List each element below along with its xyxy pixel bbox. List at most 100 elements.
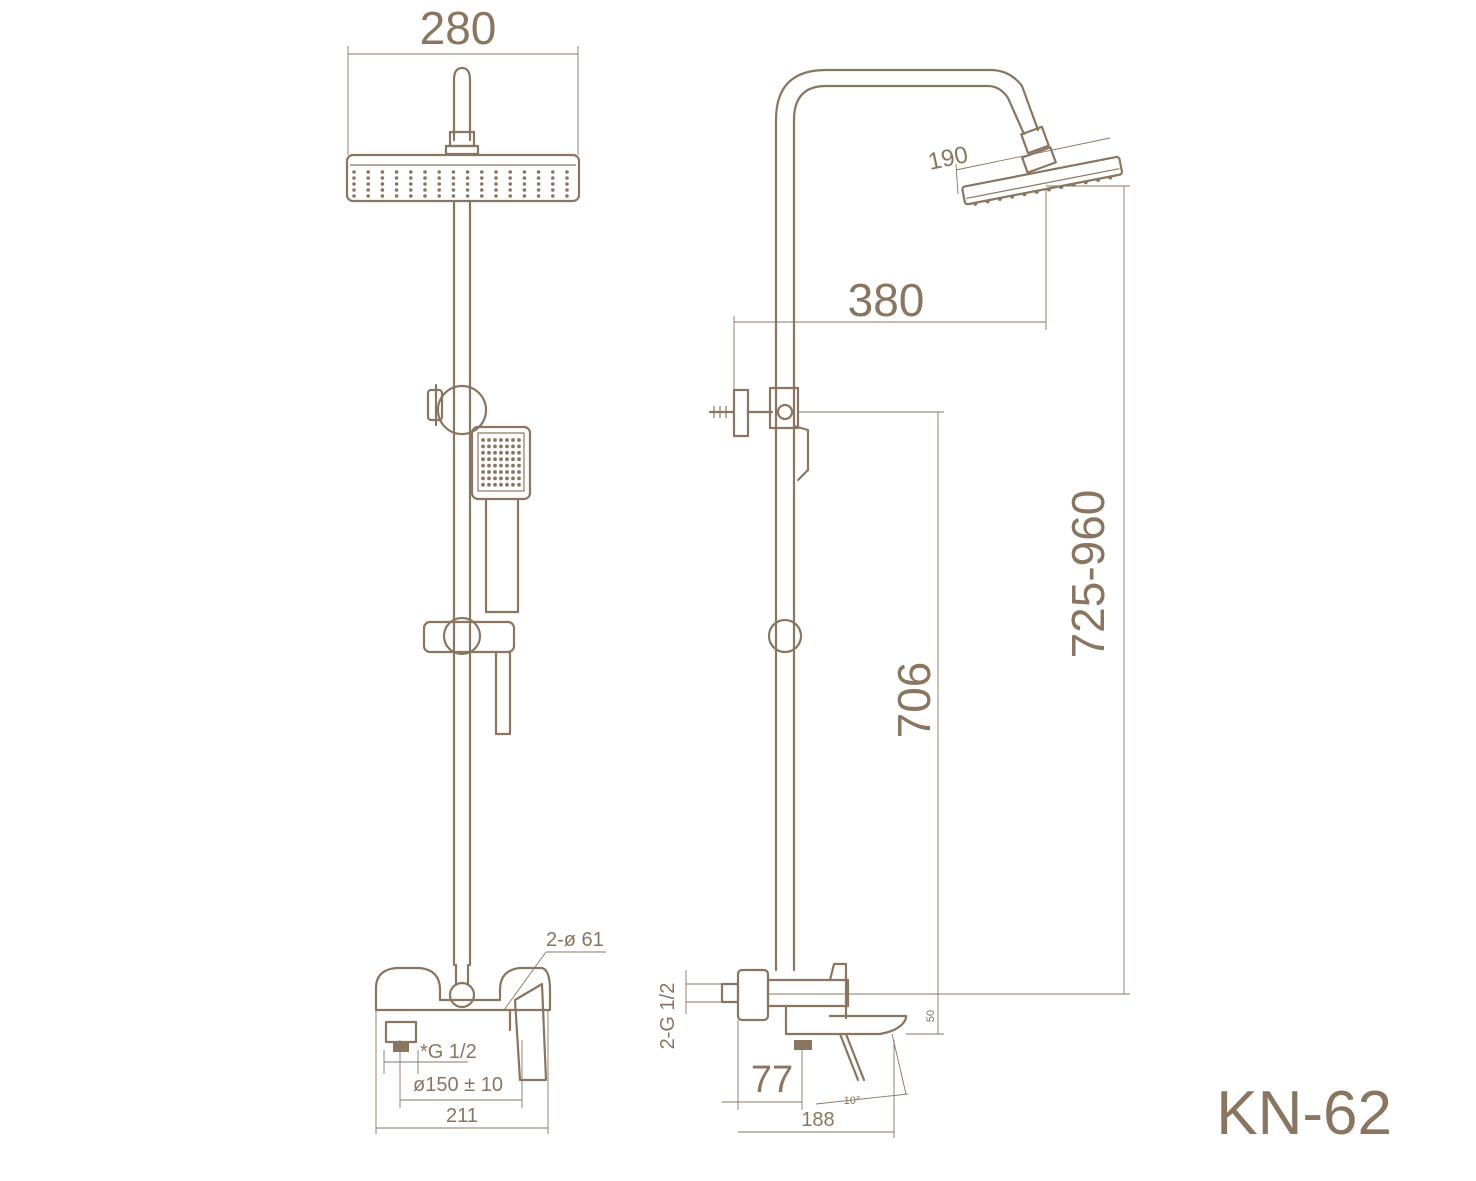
diverter-front [426, 383, 488, 436]
diverter-side [708, 386, 810, 482]
connection-label: *G 1/2 [420, 1041, 477, 1063]
hand-nozzle-dot [517, 457, 521, 462]
nozzle-dot [551, 176, 555, 180]
nozzle-dot [394, 182, 399, 186]
nozzle-dot [366, 194, 371, 198]
arm-joint [1021, 146, 1057, 174]
hand-nozzle-dot [499, 457, 503, 462]
hand-nozzle-dot [505, 463, 509, 468]
nozzle-dot [508, 170, 512, 174]
hand-nozzle-dot [487, 444, 491, 449]
nozzle-dot [508, 194, 512, 198]
hand-nozzle-dot [493, 463, 497, 468]
nozzle-dot [437, 176, 442, 180]
side-nozzle-dot [1046, 187, 1051, 192]
nozzle-dot [480, 188, 484, 192]
side-nozzle-dot [1108, 175, 1113, 180]
front-view: 280 [345, 2, 606, 1134]
side-nozzle-dot [1022, 192, 1027, 197]
nozzle-dot [380, 194, 385, 198]
hand-nozzle-dot [493, 482, 497, 487]
hand-nozzle-dot [511, 450, 515, 455]
hand-nozzle-dot [511, 457, 515, 462]
slider-side [767, 618, 803, 654]
hand-nozzle-dot [511, 463, 515, 468]
nozzle-dot [508, 176, 512, 180]
head-size-label: 190 [926, 141, 971, 176]
nozzle-dot [451, 194, 456, 198]
nozzle-dot [565, 176, 569, 180]
hand-nozzle-dot [487, 476, 491, 481]
spout-drop-dimension: 77 [722, 1020, 803, 1110]
nozzle-dot [536, 188, 541, 192]
hand-nozzle-dot [517, 444, 521, 449]
hand-nozzle-dot [499, 450, 503, 455]
nozzle-dot [394, 194, 399, 198]
mixer-side [720, 962, 908, 1082]
hand-nozzle-dot [481, 438, 485, 442]
hand-nozzle-dot [499, 476, 503, 481]
hand-nozzle-dot [505, 444, 509, 449]
nozzle-dot [480, 182, 484, 186]
hand-nozzle-dot [511, 444, 515, 449]
nozzle-dot [352, 194, 356, 198]
nozzle-dot [536, 176, 541, 180]
nozzle-dot [451, 170, 456, 174]
nozzle-dot [494, 194, 498, 198]
arm-projection-label: 380 [848, 274, 925, 326]
nozzle-dot [380, 188, 385, 192]
hand-nozzle-dot [499, 444, 503, 449]
hand-nozzle-dot [517, 476, 521, 481]
hand-nozzle-dot [481, 470, 485, 474]
nozzle-dot [565, 188, 569, 192]
center-distance-dimension: ø150 ± 10 [399, 1040, 523, 1108]
hand-nozzle-dot [511, 482, 515, 487]
nozzle-dot [508, 188, 512, 192]
nozzle-dot [536, 182, 541, 186]
arm-outer [774, 68, 1040, 392]
hand-shower-front [470, 425, 532, 614]
hand-nozzle-dot [517, 450, 521, 455]
nozzle-dot [352, 188, 356, 192]
hand-nozzle-dot [517, 470, 521, 474]
nozzle-dot [522, 182, 527, 186]
hand-nozzle-dot [505, 482, 509, 487]
mixer-width-dimension: 211 [375, 1010, 549, 1134]
hand-nozzle-dot [481, 482, 485, 487]
spout-drop-label: 77 [751, 1059, 793, 1101]
nozzle-dot [409, 182, 413, 186]
head-width-label: 280 [420, 2, 497, 54]
nozzle-dot [409, 194, 413, 198]
nozzle-dot [423, 176, 427, 180]
model-code: KN-62 [1216, 1079, 1392, 1148]
inlet-thread-dimension: 2-G 1/2 [657, 970, 724, 1049]
nozzle-dot [394, 176, 399, 180]
nozzle-dot [437, 188, 442, 192]
nozzle-dot [465, 170, 470, 174]
nozzle-dot [437, 194, 442, 198]
side-nozzle-dot [1034, 189, 1039, 194]
side-nozzle-dot [1010, 194, 1015, 199]
nozzle-dot [551, 170, 555, 174]
nozzle-dot [366, 182, 371, 186]
head-joint [444, 144, 480, 156]
nozzle-dot [366, 176, 371, 180]
nozzle-dot [551, 182, 555, 186]
hand-nozzle-dot [505, 476, 509, 481]
nozzle-dot [536, 170, 541, 174]
hand-nozzle-dot [511, 438, 515, 442]
side-nozzle-dot [973, 201, 978, 206]
nozzle-dot [551, 194, 555, 198]
nozzle-dot [409, 170, 413, 174]
spout-length-dimension: 188 [738, 1040, 895, 1138]
nozzle-dot [480, 194, 484, 198]
nozzle-dot [451, 182, 456, 186]
arm-nut [1020, 125, 1050, 155]
nozzle-dot [451, 188, 456, 192]
nozzle-dot [522, 188, 527, 192]
hand-nozzle-dot [505, 470, 509, 474]
total-height-dimension: 725-960 [768, 185, 1130, 995]
hand-nozzle-dot [481, 463, 485, 468]
riser-top [452, 66, 472, 142]
